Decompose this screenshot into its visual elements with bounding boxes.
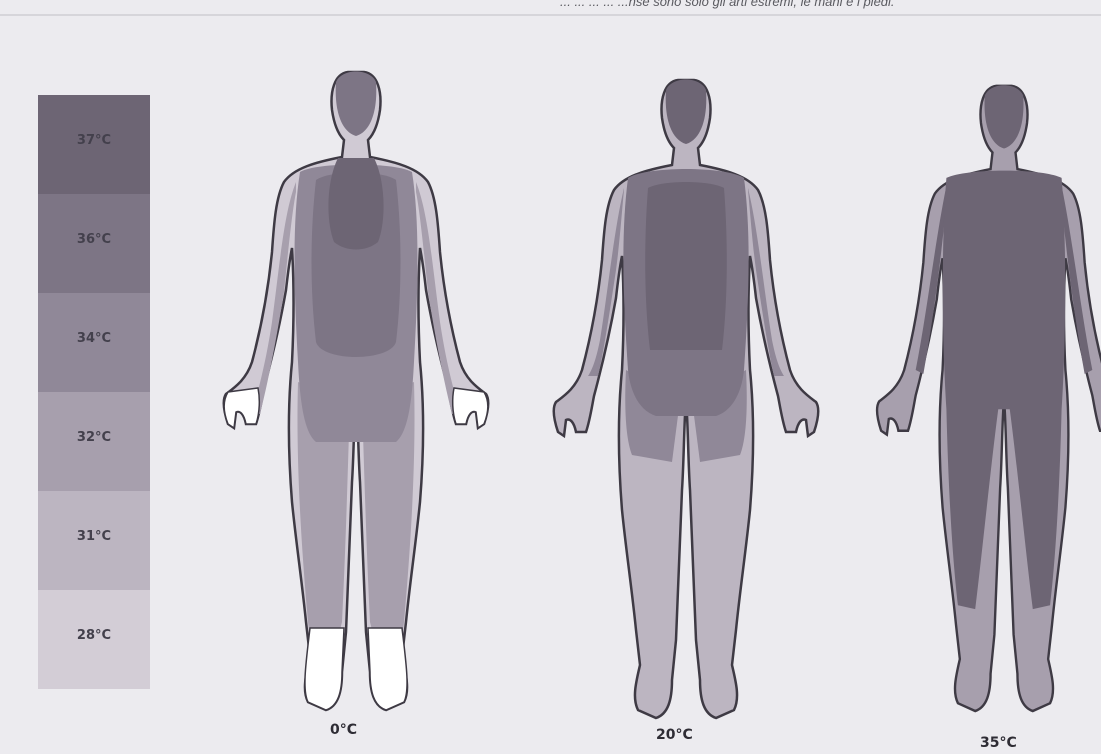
- figure-20c: [554, 80, 818, 719]
- figure-label-35c: 35°C: [980, 735, 1017, 751]
- figure-label-20c: 20°C: [656, 727, 693, 743]
- figure-0c: [224, 72, 488, 711]
- figure-label-0c: 0°C: [330, 722, 357, 738]
- figure-35c: [877, 85, 1101, 711]
